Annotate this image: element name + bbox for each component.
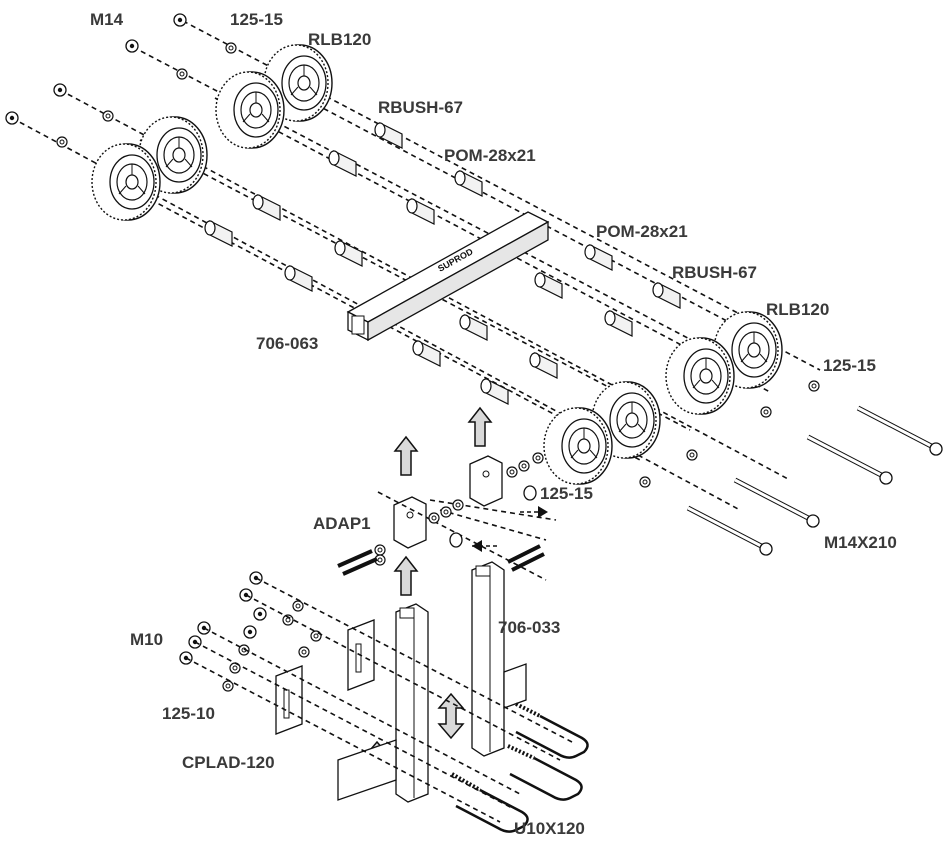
rlb120-wheels-right	[543, 311, 783, 485]
u10x120-bolts	[451, 702, 589, 833]
label-m10: M10	[130, 630, 163, 649]
label-rbush-67-top: RBUSH-67	[378, 98, 463, 117]
label-pom-28x21-top: POM-28x21	[444, 146, 536, 165]
label-m14x210: M14X210	[824, 533, 897, 552]
beam-706-063: SUPROD	[346, 211, 550, 342]
label-adap1: ADAP1	[313, 514, 371, 533]
label-u10x120: U10X120	[514, 819, 585, 838]
m14-nuts	[5, 13, 187, 125]
post-706-033	[395, 561, 505, 803]
label-rlb120-right: RLB120	[766, 300, 829, 319]
part-labels: M14 125-15 RLB120 RBUSH-67 POM-28x21 POM…	[90, 10, 897, 838]
label-125-15-top: 125-15	[230, 10, 283, 29]
adapter-hardware	[337, 452, 548, 576]
label-125-15-mid: 125-15	[540, 484, 593, 503]
label-cplad-120: CPLAD-120	[182, 753, 275, 772]
label-125-10: 125-10	[162, 704, 215, 723]
label-rbush-67-right: RBUSH-67	[672, 263, 757, 282]
cplad-120-plates	[275, 619, 375, 735]
mounting-beam	[337, 663, 527, 801]
label-m14: M14	[90, 10, 124, 29]
label-rlb120-top: RLB120	[308, 30, 371, 49]
label-125-15-right: 125-15	[823, 356, 876, 375]
label-pom-28x21-right: POM-28x21	[596, 222, 688, 241]
label-706-063: 706-063	[256, 334, 318, 353]
adap1-adapters	[377, 455, 557, 581]
label-706-033: 706-033	[498, 618, 560, 637]
m14x210-bolts	[686, 405, 943, 556]
